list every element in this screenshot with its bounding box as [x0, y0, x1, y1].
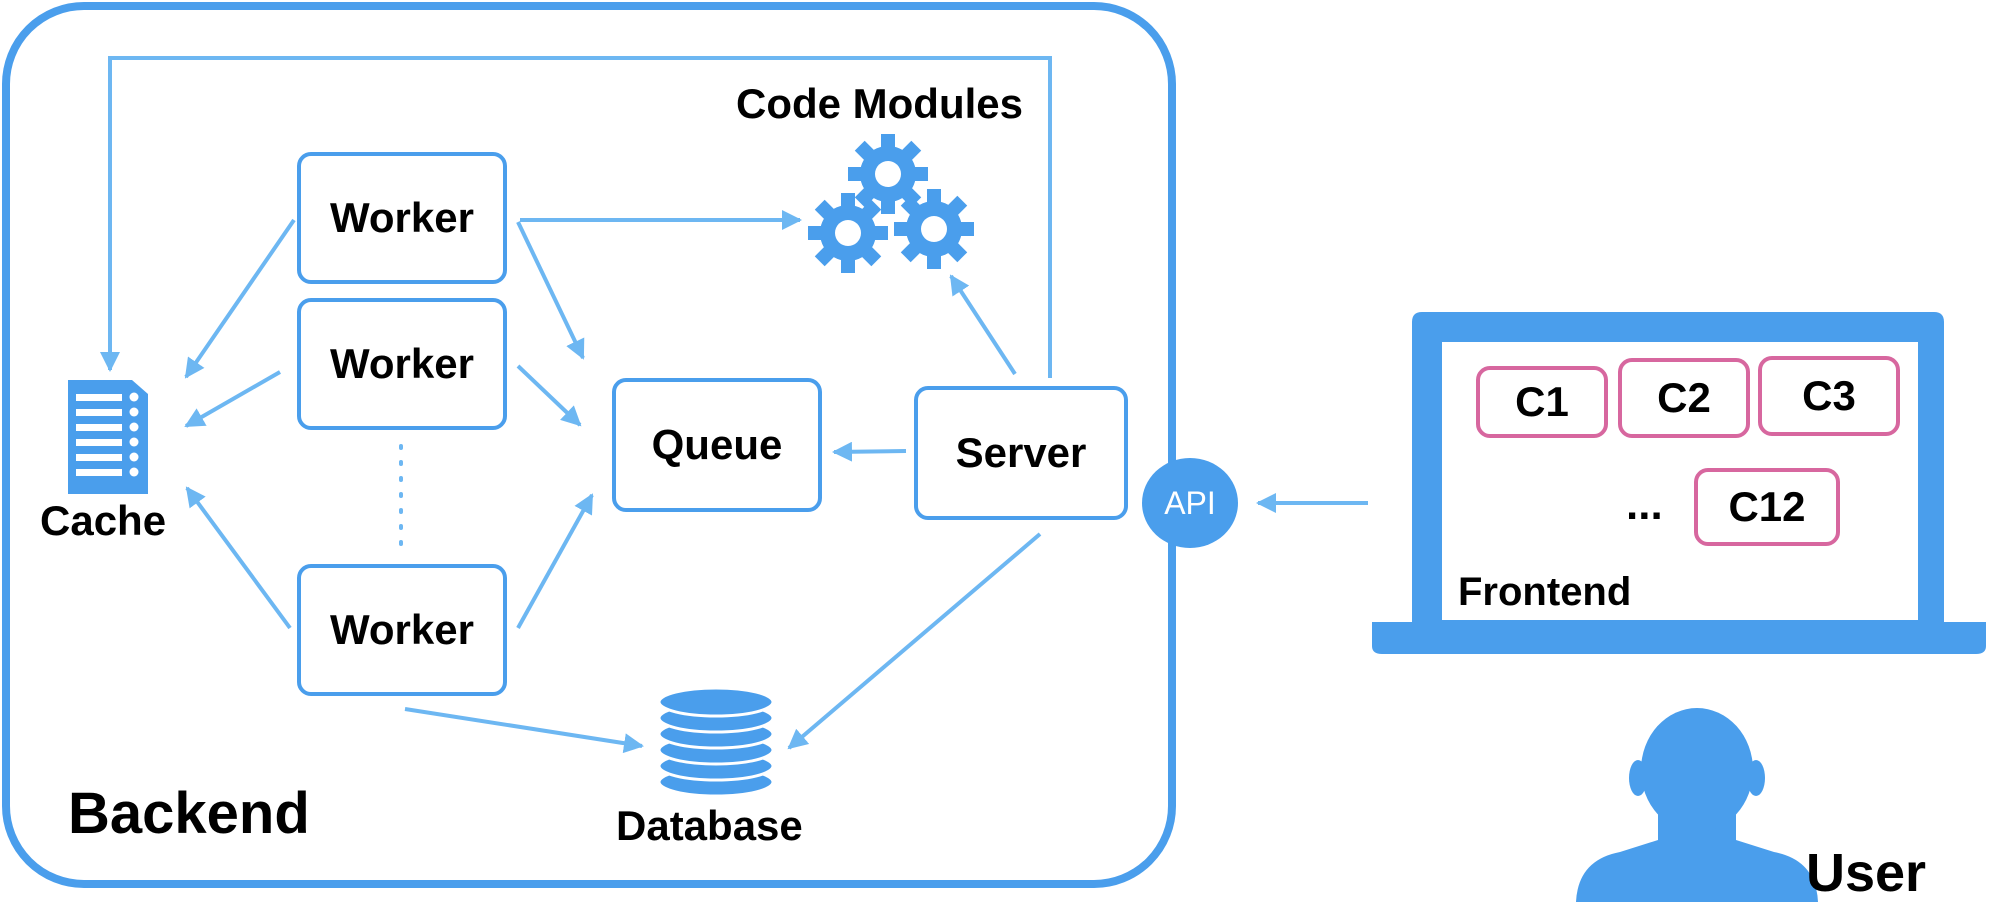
- frontend-label: Frontend: [1458, 570, 1632, 614]
- user-icon: [1576, 708, 1818, 902]
- backend-container: [2, 2, 1176, 888]
- api-badge: API: [1142, 458, 1238, 548]
- api-label: API: [1164, 484, 1216, 521]
- code-modules-label: Code Modules: [736, 80, 1024, 127]
- arrow-worker3-to-queue: [516, 493, 594, 629]
- worker-label: Worker: [330, 194, 474, 241]
- arrow-server-to-code-modules: [949, 274, 1017, 376]
- arrow-server-to-cache: [100, 56, 1052, 378]
- worker-node-1: Worker: [297, 152, 507, 284]
- queue-node: Queue: [612, 378, 822, 512]
- arrow-server-to-database: [787, 532, 1042, 750]
- component-label: C3: [1802, 372, 1856, 419]
- arrow-worker1-to-queue: [516, 221, 585, 360]
- component-c2: C2: [1618, 358, 1750, 438]
- backend-label: Backend: [68, 781, 310, 846]
- user-label: User: [1806, 843, 1927, 903]
- server-node: Server: [914, 386, 1128, 520]
- cache-icon: [68, 380, 148, 494]
- arrow-server-to-queue: [832, 441, 907, 462]
- database-label: Database: [616, 802, 803, 849]
- gears-icon: [808, 134, 974, 273]
- component-c1: C1: [1476, 366, 1608, 438]
- database-icon: [657, 686, 775, 798]
- worker-label: Worker: [330, 340, 474, 387]
- arrow-worker2-to-queue: [516, 364, 582, 427]
- component-c12: C12: [1694, 468, 1840, 546]
- component-label: C2: [1657, 374, 1711, 421]
- component-ellipsis: ...: [1626, 480, 1663, 529]
- component-c3: C3: [1758, 356, 1900, 436]
- arrow-worker3-to-database: [404, 707, 644, 754]
- component-label: C1: [1515, 378, 1569, 425]
- arrows: [100, 56, 1368, 754]
- queue-label: Queue: [651, 421, 783, 468]
- component-label: C12: [1728, 483, 1806, 530]
- worker-label: Worker: [330, 606, 474, 653]
- worker-node-3: Worker: [297, 564, 507, 696]
- server-label: Server: [955, 429, 1087, 476]
- arrow-worker2-to-cache: [184, 370, 281, 428]
- cache-label: Cache: [40, 497, 167, 544]
- arrow-worker1-to-cache: [184, 218, 296, 379]
- arrow-worker3-to-cache: [185, 486, 292, 630]
- worker-node-2: Worker: [297, 298, 507, 430]
